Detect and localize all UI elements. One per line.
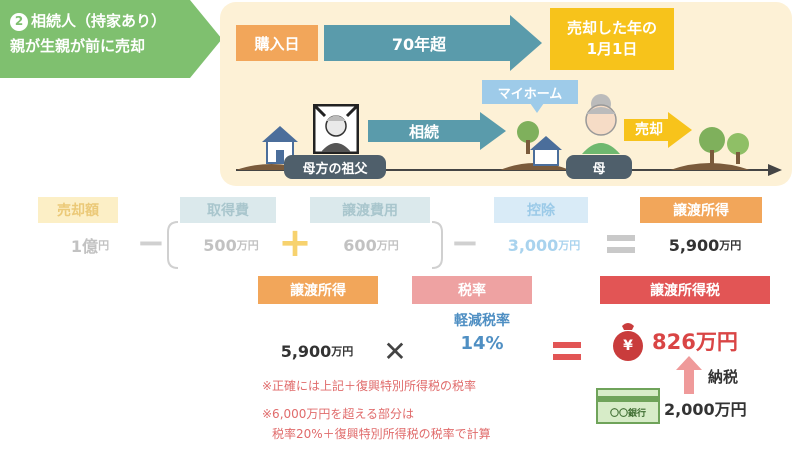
payment-label: 納税 [708, 368, 739, 386]
sale-price-value: 1億円 [70, 237, 110, 256]
note-3: 税率20%＋復興特別所得税の税率で計算 [272, 427, 491, 441]
sale-date-line1: 売却した年の [566, 19, 657, 37]
yen-symbol: ¥ [623, 338, 633, 354]
inheritance-arrow [368, 112, 506, 150]
multiply-operator: ✕ [383, 334, 407, 368]
note-2: ※6,000万円を超える部分は [262, 407, 415, 421]
mother-icon [582, 94, 620, 154]
minus-operator-2: − [450, 223, 480, 263]
close-bracket [431, 221, 443, 269]
sale-label: 売却 [635, 122, 663, 138]
income-tax-value: 826万円 [652, 330, 738, 354]
grandfather-label: 母方の祖父 [284, 155, 386, 179]
scenario-number: 2 [10, 12, 28, 31]
money-bag-icon [613, 323, 643, 361]
sale-date-line2: 1月1日 [586, 40, 638, 58]
tree-house-icon [517, 121, 562, 166]
equals-operator-2 [550, 336, 584, 366]
deduction-label: 控除 [494, 197, 588, 223]
tax-income-label: 譲渡所得 [258, 276, 378, 304]
sale-price-label: 売却額 [38, 197, 118, 223]
reduced-rate-label: 軽減税率 [454, 313, 510, 329]
income-tax-label: 譲渡所得税 [600, 276, 770, 304]
open-bracket [167, 221, 179, 269]
purchase-date-box: 購入日 [236, 25, 318, 61]
transfer-income-label: 譲渡所得 [640, 197, 762, 223]
acquisition-cost-label: 取得費 [180, 197, 276, 223]
grandfather-portrait-icon [313, 104, 359, 154]
sale-date-box: 売却した年の 1月1日 [550, 8, 674, 70]
bank-name: 〇〇銀行 [609, 408, 646, 419]
inheritance-label: 相続 [408, 122, 439, 141]
minus-operator: − [136, 223, 166, 263]
note-1: ※正確には上記＋復興特別所得税の税率 [262, 379, 477, 393]
purchase-date-label: 購入日 [254, 34, 300, 53]
scenario-badge [0, 0, 222, 78]
my-home-pointer [530, 103, 544, 113]
reduced-rate-value: 14% [460, 332, 504, 354]
payment-up-arrow [676, 356, 702, 394]
bankbook-icon [596, 388, 660, 424]
duration-label: 70年超 [391, 35, 447, 54]
plus-operator: + [278, 220, 312, 266]
payment-value: 2,000万円 [664, 400, 747, 419]
duration-arrow [324, 15, 542, 71]
transfer-cost-label: 譲渡費用 [310, 197, 430, 223]
sale-arrow [624, 112, 692, 148]
equals-operator [604, 226, 638, 262]
scenario-title-line1: 相続人（持家あり） [31, 12, 167, 30]
tax-rate-label: 税率 [412, 276, 532, 304]
trees-icon [699, 127, 749, 164]
scenario-title-line2: 親が生親が前に売却 [10, 37, 146, 55]
my-home-label: マイホーム [482, 80, 578, 104]
mother-label: 母 [566, 155, 632, 179]
